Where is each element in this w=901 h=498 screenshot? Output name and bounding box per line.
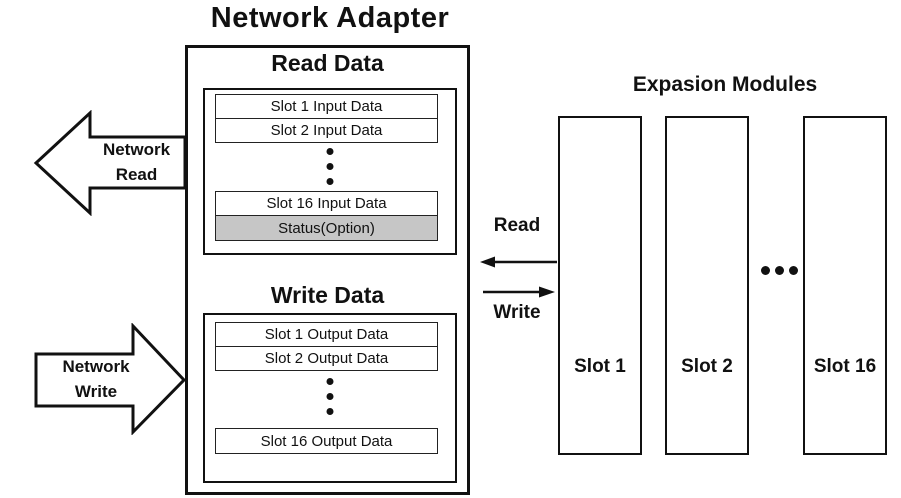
- network-write-label: Network Write: [36, 354, 156, 404]
- slot-2-box: Slot 2: [665, 116, 749, 455]
- read-data-heading: Read Data: [271, 50, 384, 76]
- slot-1-label: Slot 1: [574, 356, 626, 377]
- bus-write-label: Write: [493, 302, 541, 323]
- bus-read-label: Read: [493, 215, 541, 236]
- slot-1-box: Slot 1: [558, 116, 642, 455]
- network-read-label-line2: Read: [115, 165, 158, 184]
- read-row-slot16: Slot 16 Input Data: [215, 191, 438, 216]
- network-adapter-title: Network Adapter: [210, 2, 450, 34]
- write-row-slot2: Slot 2 Output Data: [215, 346, 438, 371]
- network-write-arrow: [34, 323, 187, 435]
- vertical-ellipsis-icon: [326, 378, 334, 415]
- network-adapter-box: Read Data Slot 1 Input Data Slot 2 Input…: [185, 45, 470, 495]
- bus-arrows: [480, 256, 557, 298]
- read-row-slot2: Slot 2 Input Data: [215, 118, 438, 143]
- read-row-slot1: Slot 1 Input Data: [215, 94, 438, 119]
- vertical-ellipsis-icon: [326, 148, 334, 185]
- slot-16-box: Slot 16: [803, 116, 887, 455]
- expansion-modules-heading: Expasion Modules: [632, 73, 818, 96]
- bus-read-arrow-icon: [480, 256, 557, 268]
- bus-write-arrow-icon: [483, 286, 555, 298]
- read-data-box: Slot 1 Input Data Slot 2 Input Data Slot…: [203, 88, 457, 255]
- horizontal-ellipsis-icon: [757, 266, 801, 275]
- network-write-label-line2: Write: [74, 382, 118, 401]
- write-row-slot16: Slot 16 Output Data: [215, 428, 438, 454]
- network-read-label: Network Read: [88, 137, 185, 187]
- write-data-heading: Write Data: [270, 282, 385, 308]
- slot-2-label: Slot 2: [681, 356, 733, 377]
- status-row: Status(Option): [215, 215, 438, 241]
- write-data-box: Slot 1 Output Data Slot 2 Output Data Sl…: [203, 313, 457, 483]
- network-read-label-line1: Network: [102, 140, 171, 159]
- network-write-label-line1: Network: [62, 357, 130, 376]
- write-row-slot1: Slot 1 Output Data: [215, 322, 438, 347]
- slot-16-label: Slot 16: [813, 356, 877, 377]
